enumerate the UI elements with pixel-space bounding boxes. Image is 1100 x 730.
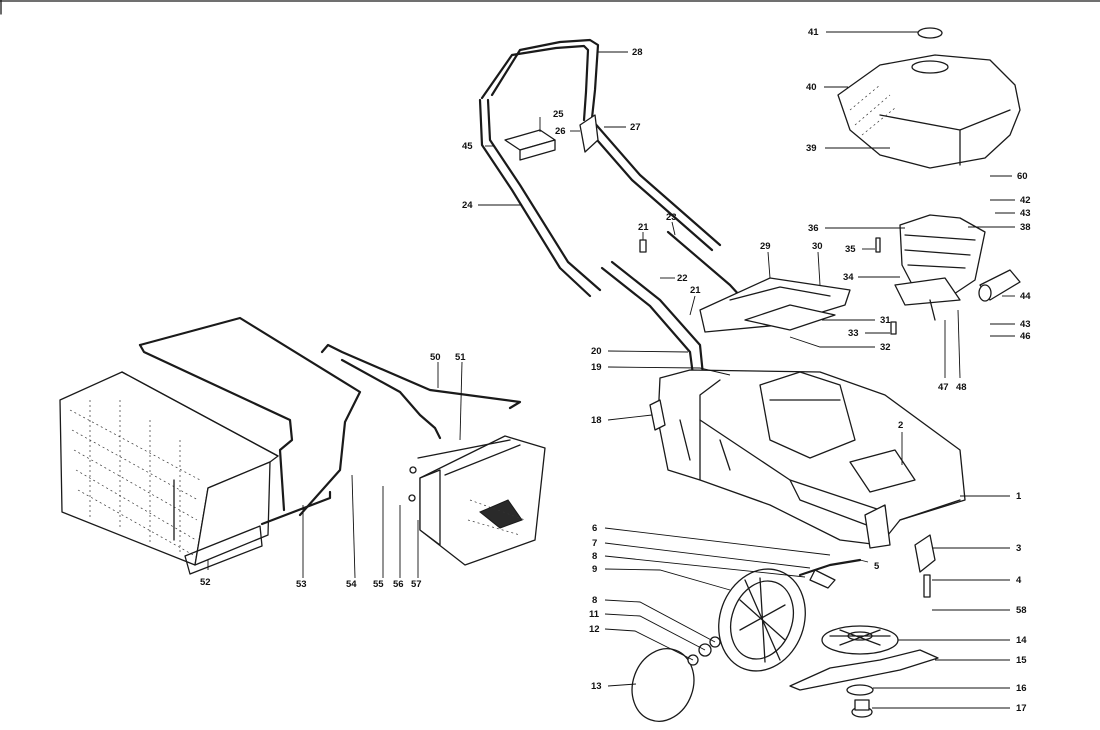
blade-adaptor-16: [846, 684, 874, 696]
callout-45: 45: [462, 141, 473, 152]
callout-8b: 8: [592, 595, 597, 606]
callout-11: 11: [589, 609, 600, 620]
callout-43a: 43: [1020, 208, 1031, 219]
callout-34: 34: [843, 272, 854, 283]
callout-16: 16: [1016, 683, 1027, 694]
bag-frame: [138, 316, 362, 526]
callout-5: 5: [874, 561, 880, 572]
baffle-plate: [699, 277, 851, 333]
rear-flap: [408, 435, 546, 566]
callout-33: 33: [848, 328, 859, 339]
callout-46: 46: [1020, 331, 1031, 342]
upper-handle: [478, 38, 722, 298]
rear-wheel: [718, 568, 806, 672]
handle-clip-26: [579, 114, 599, 153]
callout-54: 54: [346, 579, 357, 590]
callout-14: 14: [1016, 635, 1027, 646]
callout-56: 56: [393, 579, 404, 590]
capacitor-44: [978, 269, 1021, 302]
callout-39: 39: [806, 143, 817, 154]
handle-bracket-25: [504, 129, 556, 161]
callout-36: 36: [808, 223, 819, 234]
callout-23: 23: [666, 212, 677, 223]
callout-7: 7: [592, 538, 597, 549]
callout-30: 30: [812, 241, 823, 252]
callout-24: 24: [462, 200, 473, 211]
callout-40: 40: [806, 82, 817, 93]
callout-18: 18: [591, 415, 602, 426]
callout-58: 58: [1016, 605, 1027, 616]
blade-bolt-17: [851, 699, 873, 718]
callout-28: 28: [632, 47, 643, 58]
height-bracket-3: [914, 534, 936, 598]
grass-bag: [59, 371, 279, 575]
callout-1: 1: [1016, 491, 1022, 502]
callout-2: 2: [898, 420, 903, 431]
callout-53: 53: [296, 579, 307, 590]
callout-52: 52: [200, 577, 211, 588]
callout-43b: 43: [1020, 319, 1031, 330]
callouts: 1 2 3 4 5 6 7 8 9 8 11 12 13 14 15 16 17: [200, 27, 1031, 714]
wheel-cap-13: [631, 648, 695, 722]
callout-22: 22: [677, 273, 688, 284]
callout-51: 51: [455, 352, 466, 363]
callout-48: 48: [956, 382, 967, 393]
callout-12: 12: [589, 624, 600, 635]
callout-29: 29: [760, 241, 771, 252]
washers: [687, 636, 721, 666]
callout-41: 41: [808, 27, 819, 38]
callout-55: 55: [373, 579, 384, 590]
motor: [894, 214, 986, 321]
callout-50: 50: [430, 352, 441, 363]
fan-14: [821, 625, 899, 655]
callout-3: 3: [1016, 543, 1021, 554]
callout-8a: 8: [592, 551, 597, 562]
callout-6: 6: [592, 523, 597, 534]
callout-44: 44: [1020, 291, 1031, 302]
callout-47: 47: [938, 382, 949, 393]
callout-42: 42: [1020, 195, 1031, 206]
mower-deck: [657, 369, 966, 549]
callout-35: 35: [845, 244, 856, 255]
fuel-cap-41: [917, 27, 943, 39]
callout-60: 60: [1017, 171, 1028, 182]
callout-17: 17: [1016, 703, 1027, 714]
callout-19: 19: [591, 362, 602, 373]
callout-21b: 21: [690, 285, 701, 296]
callout-20: 20: [591, 346, 602, 357]
axle: [798, 558, 862, 589]
callout-26: 26: [555, 126, 566, 137]
engine-cover: [837, 54, 1021, 169]
callout-31: 31: [880, 315, 891, 326]
callout-13: 13: [591, 681, 602, 692]
bag-handle-rod: [320, 343, 522, 440]
page-frame: [0, 0, 1100, 15]
callout-4: 4: [1016, 575, 1022, 586]
callout-27: 27: [630, 122, 641, 133]
callout-9: 9: [592, 564, 597, 575]
callout-25: 25: [553, 109, 564, 120]
callout-21a: 21: [638, 222, 649, 233]
blade-15: [789, 649, 939, 691]
callout-38: 38: [1020, 222, 1031, 233]
bracket-18: [649, 399, 666, 431]
callout-57: 57: [411, 579, 422, 590]
callout-32: 32: [880, 342, 891, 353]
callout-15: 15: [1016, 655, 1027, 666]
